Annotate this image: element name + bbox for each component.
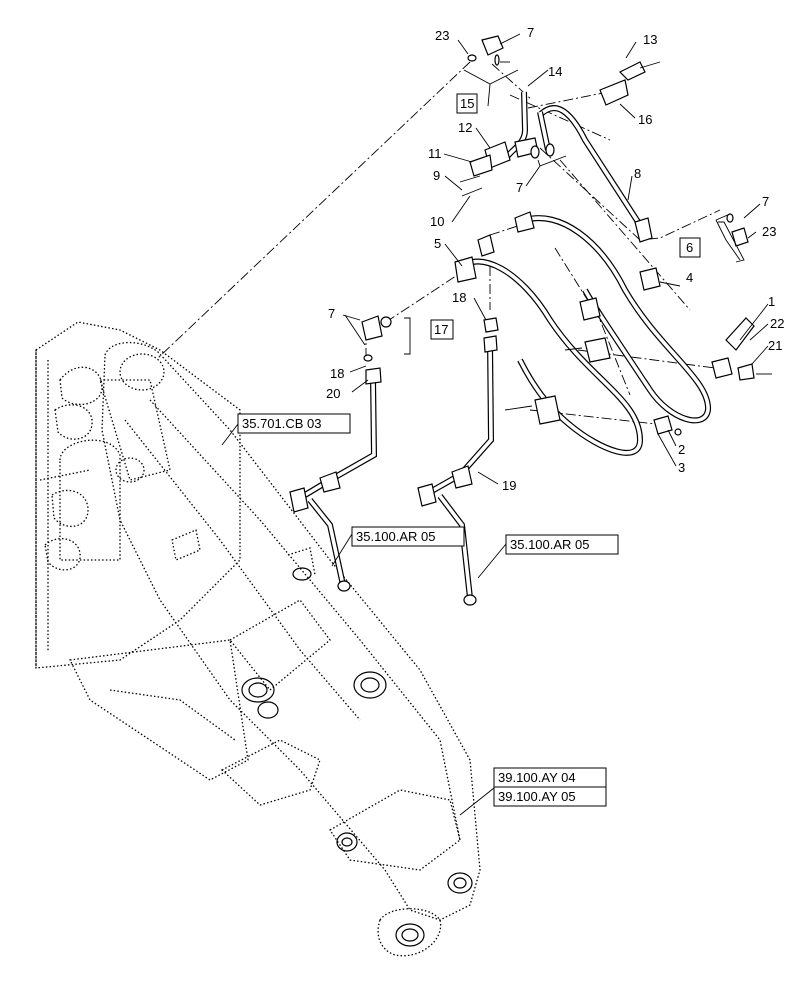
callout-14: 14 bbox=[548, 64, 562, 79]
ref-box-39100-05 bbox=[493, 786, 607, 807]
callout-21: 21 bbox=[768, 338, 782, 353]
callout-1: 1 bbox=[768, 294, 775, 309]
callout-5: 5 bbox=[434, 236, 441, 251]
callout-7-right: 7 bbox=[762, 194, 769, 209]
reference-boxes: 35.701.CB 03 35.100.AR 05 35.100.AR 05 3… bbox=[237, 413, 619, 807]
callout-4: 4 bbox=[686, 270, 693, 285]
callout-2: 2 bbox=[678, 442, 685, 457]
reference-39-100-ay-04: 39.100.AY 04 bbox=[498, 770, 576, 785]
box-17 bbox=[430, 319, 454, 340]
callout-22: 22 bbox=[770, 316, 784, 331]
callout-13: 13 bbox=[643, 32, 657, 47]
callouts: 23 7 13 14 16 12 11 9 7 8 10 7 23 5 4 18… bbox=[326, 25, 784, 493]
callout-9: 9 bbox=[433, 168, 440, 183]
callout-20: 20 bbox=[326, 386, 340, 401]
ref-box-35701 bbox=[237, 413, 351, 434]
callout-12: 12 bbox=[458, 120, 472, 135]
callout-23-top: 23 bbox=[435, 28, 449, 43]
reference-35-100-ar-05-right: 35.100.AR 05 bbox=[510, 537, 590, 552]
boxed-callout-15: 15 bbox=[460, 96, 474, 111]
ref-box-35100-right bbox=[505, 534, 619, 555]
hoses bbox=[298, 91, 711, 599]
callout-11: 11 bbox=[428, 146, 442, 161]
ref-box-35100-left bbox=[351, 526, 465, 547]
boxed-callout-6: 6 bbox=[686, 240, 693, 255]
callout-19: 19 bbox=[502, 478, 516, 493]
reference-35-100-ar-05-left: 35.100.AR 05 bbox=[356, 529, 436, 544]
callout-7-top: 7 bbox=[527, 25, 534, 40]
callout-16: 16 bbox=[638, 112, 652, 127]
callout-18-right: 18 bbox=[452, 290, 466, 305]
callout-18-left: 18 bbox=[330, 366, 344, 381]
box-6 bbox=[679, 237, 701, 258]
loader-frame bbox=[35, 321, 249, 781]
boxed-callouts: 15 6 17 bbox=[430, 93, 701, 340]
callout-3: 3 bbox=[678, 460, 685, 475]
box-15 bbox=[456, 93, 478, 114]
callout-7-mid: 7 bbox=[516, 180, 523, 195]
callout-10: 10 bbox=[430, 214, 444, 229]
callout-7-left: 7 bbox=[328, 306, 335, 321]
leader-lines bbox=[221, 33, 769, 816]
callout-8: 8 bbox=[634, 166, 641, 181]
fittings bbox=[289, 35, 772, 606]
callout-23-right: 23 bbox=[762, 224, 776, 239]
reference-39-100-ay-05: 39.100.AY 05 bbox=[498, 789, 576, 804]
lift-arm bbox=[99, 341, 481, 957]
reference-35-701-cb-03: 35.701.CB 03 bbox=[242, 416, 322, 431]
boxed-callout-17: 17 bbox=[434, 322, 448, 337]
